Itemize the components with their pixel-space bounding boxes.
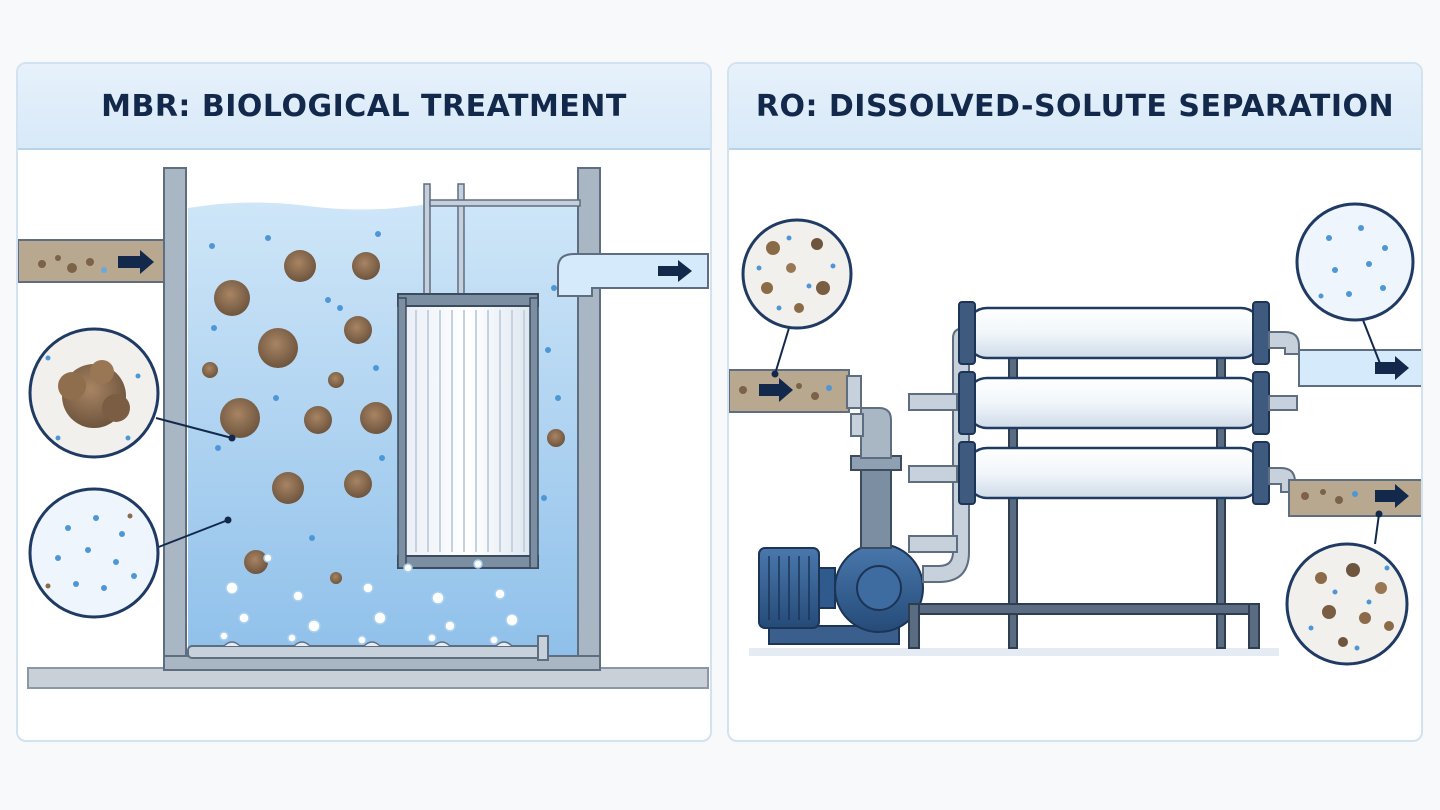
inlet-pipe: [18, 239, 165, 283]
concentrate-outlet: [1288, 479, 1421, 517]
ro-title: RO: DISSOLVED-SOLUTE SEPARATION: [755, 88, 1395, 124]
magnifier-circle-icon: [741, 218, 853, 378]
vessel-rack: [908, 357, 1260, 649]
mbr-title: MBR: BIOLOGICAL TREATMENT: [101, 88, 627, 124]
outlet-flow-arrow-icon: [658, 260, 692, 282]
membrane-module-icon: [958, 441, 1270, 505]
mbr-panel: MBR: BIOLOGICAL TREATMENT: [16, 62, 712, 742]
mbr-scene: [18, 148, 710, 740]
aerator-icon: [187, 635, 549, 661]
ro-title-banner: RO: DISSOLVED-SOLUTE SEPARATION: [729, 64, 1421, 150]
feed-pipe: [729, 369, 862, 413]
pump-icon: [758, 407, 924, 645]
ro-panel: RO: DISSOLVED-SOLUTE SEPARATION: [727, 62, 1423, 742]
dissolved-particles: [209, 231, 561, 541]
membrane-module-icon: [958, 301, 1270, 365]
inlet-flow-arrow-icon: [118, 250, 154, 274]
outlet-piping: [1268, 331, 1300, 493]
permeate-outlet: [1298, 349, 1421, 387]
magnifier-circle-icon: [28, 487, 232, 619]
ro-diagram: [729, 202, 1421, 666]
magnifier-circle-icon: [1285, 510, 1409, 666]
outlet-pipe: [557, 253, 709, 297]
tank-wall-right: [577, 167, 601, 669]
magnifier-circle-icon: [28, 327, 236, 459]
membrane-module-icon: [397, 183, 581, 569]
feed-flow-arrow-icon: [759, 378, 793, 402]
magnifier-circle-icon: [1295, 202, 1415, 370]
aeration-bubbles: [219, 553, 519, 645]
tank-wall-left: [163, 167, 187, 669]
membrane-module-icon: [958, 371, 1270, 435]
permeate-flow-arrow-icon: [1375, 356, 1409, 380]
ro-scene: [729, 148, 1421, 740]
sludge-flocs: [202, 250, 565, 584]
mbr-title-banner: MBR: BIOLOGICAL TREATMENT: [18, 64, 710, 150]
mbr-diagram: [18, 167, 709, 689]
concentrate-flow-arrow-icon: [1375, 484, 1409, 508]
